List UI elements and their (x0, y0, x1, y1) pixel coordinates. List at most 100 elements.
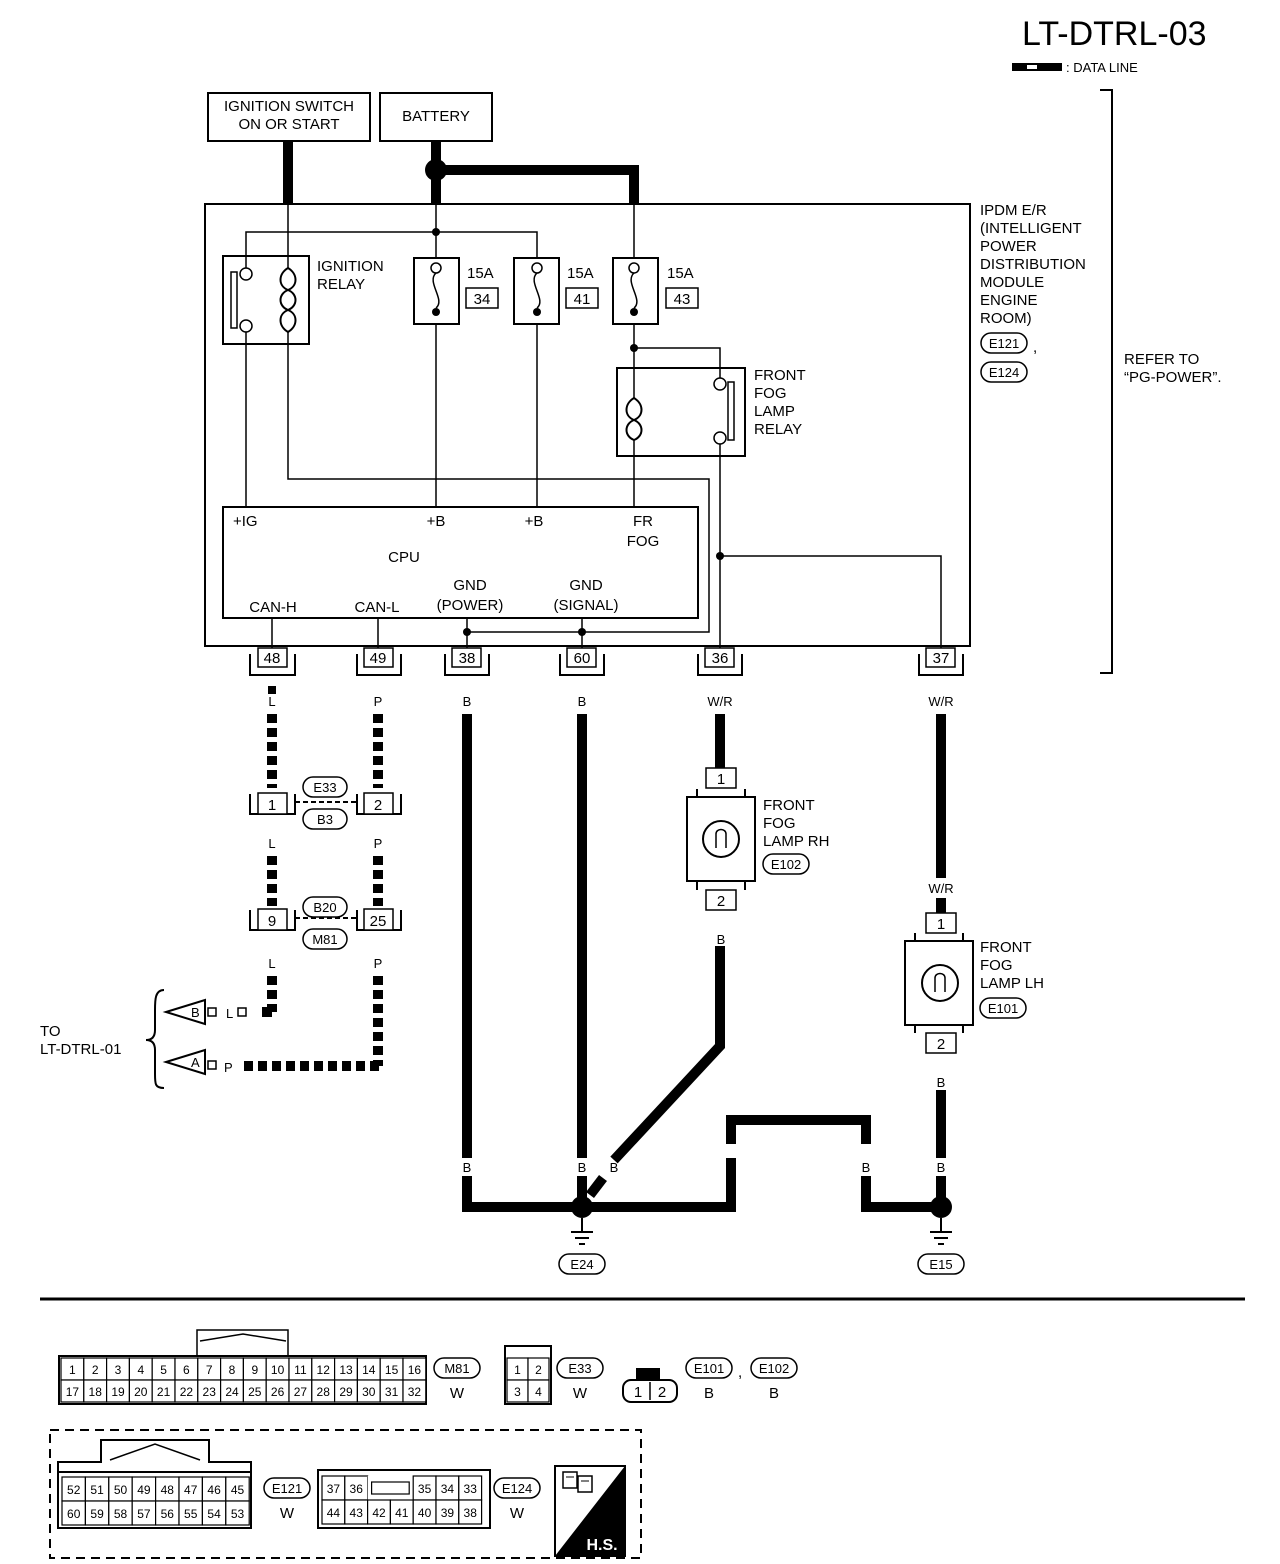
e121-pin: 50 (114, 1483, 128, 1497)
svg-text:B: B (463, 1160, 472, 1175)
m81-pin: 5 (160, 1363, 167, 1377)
m81-pin: 12 (317, 1363, 331, 1377)
m81-pin: 32 (408, 1385, 422, 1399)
svg-text:GND: GND (453, 577, 487, 594)
svg-text:IGNITION: IGNITION (317, 258, 384, 275)
svg-text:B: B (463, 694, 472, 709)
e33-pin: 2 (535, 1363, 542, 1377)
svg-text:W: W (280, 1505, 295, 1522)
svg-text:ROOM): ROOM) (980, 310, 1032, 327)
svg-text:M81: M81 (312, 932, 337, 947)
svg-text:POWER: POWER (980, 238, 1037, 255)
node (578, 628, 586, 636)
node (716, 552, 724, 560)
e121-pin: 60 (67, 1507, 81, 1521)
ground-e24: E24 (558, 1196, 606, 1275)
svg-text:E121: E121 (272, 1481, 302, 1496)
svg-text:RELAY: RELAY (317, 276, 365, 293)
internal-bus (245, 204, 635, 270)
svg-text:LAMP: LAMP (754, 403, 795, 420)
svg-text:B: B (704, 1385, 714, 1402)
hs-badge: H.S. (554, 1465, 626, 1557)
svg-text:P: P (374, 956, 383, 971)
battery-box: BATTERY (379, 92, 493, 142)
svg-text:P: P (374, 836, 383, 851)
svg-text:1: 1 (268, 797, 276, 814)
svg-text:49: 49 (370, 650, 387, 667)
m81-pin: 11 (294, 1363, 307, 1377)
node (463, 628, 471, 636)
svg-text:(POWER): (POWER) (437, 597, 504, 614)
connector-view-e101-e102: 1 2 E101 B , E102 B (622, 1357, 798, 1403)
svg-text:E102: E102 (759, 1361, 789, 1376)
svg-text:LT-DTRL-01: LT-DTRL-01 (40, 1041, 121, 1058)
svg-text:+B: +B (525, 513, 544, 530)
svg-text:M81: M81 (444, 1361, 469, 1376)
e124-pin: 43 (350, 1506, 364, 1520)
svg-text:36: 36 (712, 650, 729, 667)
e121-pin: 58 (114, 1507, 128, 1521)
e121-pin: 45 (231, 1483, 245, 1497)
svg-text:E15: E15 (929, 1257, 952, 1272)
m81-pin: 27 (294, 1385, 308, 1399)
svg-text:E33: E33 (313, 780, 336, 795)
svg-text:E24: E24 (570, 1257, 593, 1272)
data-line-legend: : DATA LINE (1012, 60, 1138, 75)
svg-text:L: L (268, 694, 275, 709)
m81-pin: 21 (157, 1385, 171, 1399)
svg-text:1: 1 (634, 1384, 642, 1401)
svg-text:MODULE: MODULE (980, 274, 1044, 291)
e124-pin: 41 (395, 1506, 409, 1520)
svg-text:B: B (578, 1160, 587, 1175)
to-lt-dtrl-01: TO LT-DTRL-01 B L A P (40, 989, 247, 1089)
svg-text:E102: E102 (771, 857, 801, 872)
e121-pin: 57 (137, 1507, 151, 1521)
e124-pin: 40 (418, 1506, 432, 1520)
e33-pin: 3 (514, 1385, 521, 1399)
e33-cell (527, 1379, 550, 1403)
terminal-49: 49 P (356, 647, 402, 709)
m81-pin: 1 (69, 1363, 76, 1377)
m81-pin: 17 (66, 1385, 80, 1399)
svg-text:FOG: FOG (754, 385, 787, 402)
terminal-36: 36 W/R (697, 647, 743, 709)
m81-pin: 22 (180, 1385, 194, 1399)
svg-text:15A: 15A (467, 265, 494, 282)
junction-e33-b3: 1 2 E33 B3 L P (249, 776, 402, 851)
m81-pin: 24 (225, 1385, 239, 1399)
svg-text:,: , (738, 1364, 742, 1381)
e124-pin: 34 (441, 1482, 455, 1496)
svg-text:37: 37 (933, 650, 950, 667)
svg-text:W: W (450, 1385, 465, 1402)
svg-text:+B: +B (427, 513, 446, 530)
svg-text:TO: TO (40, 1023, 61, 1040)
svg-text:B3: B3 (317, 812, 333, 827)
m81-pin: 8 (229, 1363, 236, 1377)
svg-text:FR: FR (633, 513, 653, 530)
svg-text:A: A (191, 1055, 200, 1070)
e124-pin: 38 (464, 1506, 478, 1520)
svg-text:48: 48 (264, 650, 281, 667)
e33-pin: 1 (514, 1363, 521, 1377)
svg-text:25: 25 (370, 913, 387, 930)
svg-text:LAMP RH: LAMP RH (763, 833, 829, 850)
m81-pin: 26 (271, 1385, 285, 1399)
ground-wire-labels: B B B B B B (463, 1160, 946, 1175)
svg-text:9: 9 (268, 913, 276, 930)
e121-pin: 55 (184, 1507, 198, 1521)
e124-key-slot (371, 1481, 410, 1495)
ignition-switch-box: IGNITION SWITCH ON OR START (207, 92, 371, 142)
e121-pin: 54 (207, 1507, 221, 1521)
svg-text:H.S.: H.S. (586, 1537, 617, 1554)
svg-text:2: 2 (937, 1036, 945, 1053)
terminal-37: 37 W/R (918, 647, 964, 709)
svg-text:B: B (717, 932, 726, 947)
svg-text:15A: 15A (667, 265, 694, 282)
svg-text:FRONT: FRONT (763, 797, 815, 814)
svg-text:B: B (578, 694, 587, 709)
ignition-relay: IGNITION RELAY (222, 255, 384, 345)
m81-pin: 30 (362, 1385, 376, 1399)
